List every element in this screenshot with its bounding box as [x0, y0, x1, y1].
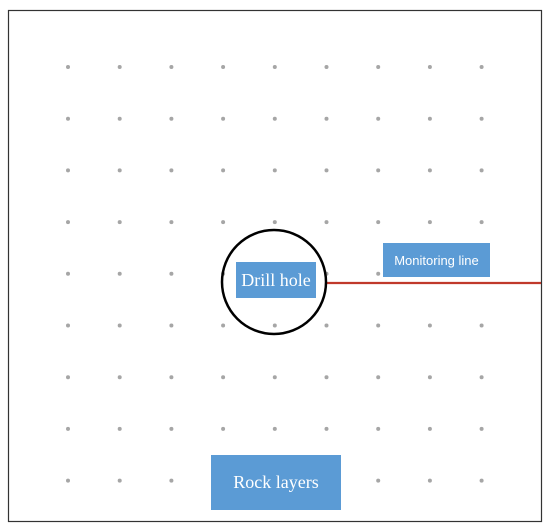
- grid-point: [479, 168, 484, 173]
- grid-point: [117, 426, 122, 431]
- grid-point: [479, 65, 484, 69]
- grid-point: [221, 426, 226, 431]
- grid-point: [427, 65, 432, 69]
- rock-grid-points: [66, 65, 484, 483]
- grid-point: [427, 375, 432, 380]
- grid-point: [479, 323, 484, 328]
- grid-point: [221, 323, 226, 328]
- grid-point: [272, 168, 277, 173]
- grid-point: [169, 116, 174, 121]
- grid-point: [272, 426, 277, 431]
- grid-point: [117, 116, 122, 121]
- monitoring-line-label: Monitoring line: [383, 243, 490, 277]
- grid-point: [376, 426, 381, 431]
- grid-point: [117, 478, 122, 483]
- grid-point: [169, 323, 174, 328]
- grid-point: [479, 116, 484, 121]
- grid-point: [376, 65, 381, 69]
- grid-point: [376, 220, 381, 225]
- grid-point: [169, 426, 174, 431]
- grid-point: [427, 426, 432, 431]
- rock-layers-label: Rock layers: [211, 455, 341, 510]
- grid-point: [324, 375, 329, 380]
- grid-point: [376, 116, 381, 121]
- grid-point: [221, 375, 226, 380]
- grid-point: [427, 168, 432, 173]
- grid-point: [169, 168, 174, 173]
- grid-point: [324, 116, 329, 121]
- grid-point: [221, 220, 226, 225]
- grid-point: [427, 220, 432, 225]
- grid-point: [479, 426, 484, 431]
- grid-point: [324, 323, 329, 328]
- grid-point: [221, 116, 226, 121]
- grid-point: [272, 323, 277, 328]
- drill-hole-label: Drill hole: [236, 262, 316, 298]
- grid-point: [324, 168, 329, 173]
- grid-point: [66, 220, 70, 225]
- grid-point: [117, 220, 122, 225]
- grid-point: [169, 375, 174, 380]
- grid-point: [169, 478, 174, 483]
- grid-point: [117, 271, 122, 276]
- grid-point: [427, 116, 432, 121]
- grid-point: [66, 323, 70, 328]
- grid-point: [221, 65, 226, 69]
- grid-point: [272, 65, 277, 69]
- grid-point: [376, 323, 381, 328]
- grid-point: [117, 168, 122, 173]
- grid-point: [117, 323, 122, 328]
- grid-point: [66, 116, 70, 121]
- grid-point: [324, 65, 329, 69]
- grid-point: [117, 375, 122, 380]
- grid-point: [169, 220, 174, 225]
- grid-point: [66, 271, 70, 276]
- grid-point: [221, 168, 226, 173]
- grid-point: [427, 323, 432, 328]
- grid-point: [324, 220, 329, 225]
- grid-point: [66, 426, 70, 431]
- grid-point: [169, 271, 174, 276]
- grid-point: [169, 65, 174, 69]
- grid-point: [272, 375, 277, 380]
- grid-point: [376, 168, 381, 173]
- grid-point: [66, 65, 70, 69]
- grid-point: [66, 375, 70, 380]
- grid-point: [479, 220, 484, 225]
- grid-point: [324, 426, 329, 431]
- grid-point: [272, 116, 277, 121]
- grid-point: [66, 478, 70, 483]
- grid-point: [376, 478, 381, 483]
- grid-point: [272, 220, 277, 225]
- grid-point: [479, 375, 484, 380]
- grid-point: [427, 478, 432, 483]
- grid-point: [376, 271, 381, 276]
- grid-point: [376, 375, 381, 380]
- grid-point: [66, 168, 70, 173]
- drill-hole-circle: [220, 228, 328, 336]
- grid-point: [479, 478, 484, 483]
- grid-point: [117, 65, 122, 69]
